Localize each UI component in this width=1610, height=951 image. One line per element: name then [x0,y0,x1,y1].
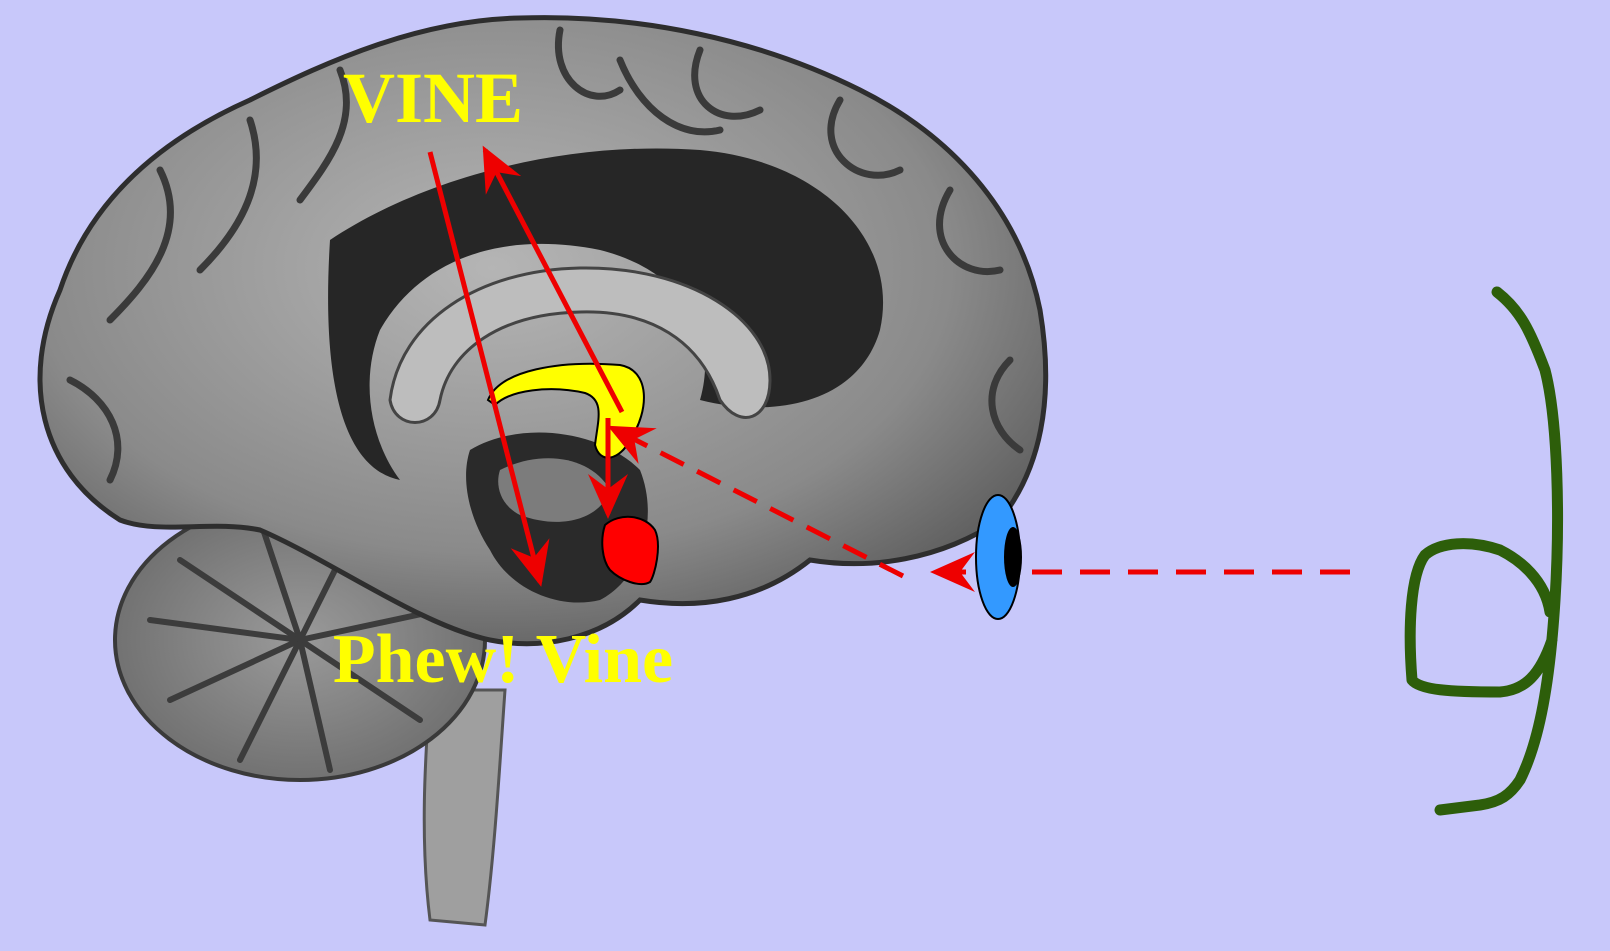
handwritten-glyph-stimulus [1410,292,1557,810]
label-phew-vine: Phew! Vine [333,621,673,698]
eye-pupil [1004,527,1022,587]
eye-icon [976,495,1022,619]
label-vine: VINE [343,58,523,138]
brain-illustration [40,18,1046,925]
